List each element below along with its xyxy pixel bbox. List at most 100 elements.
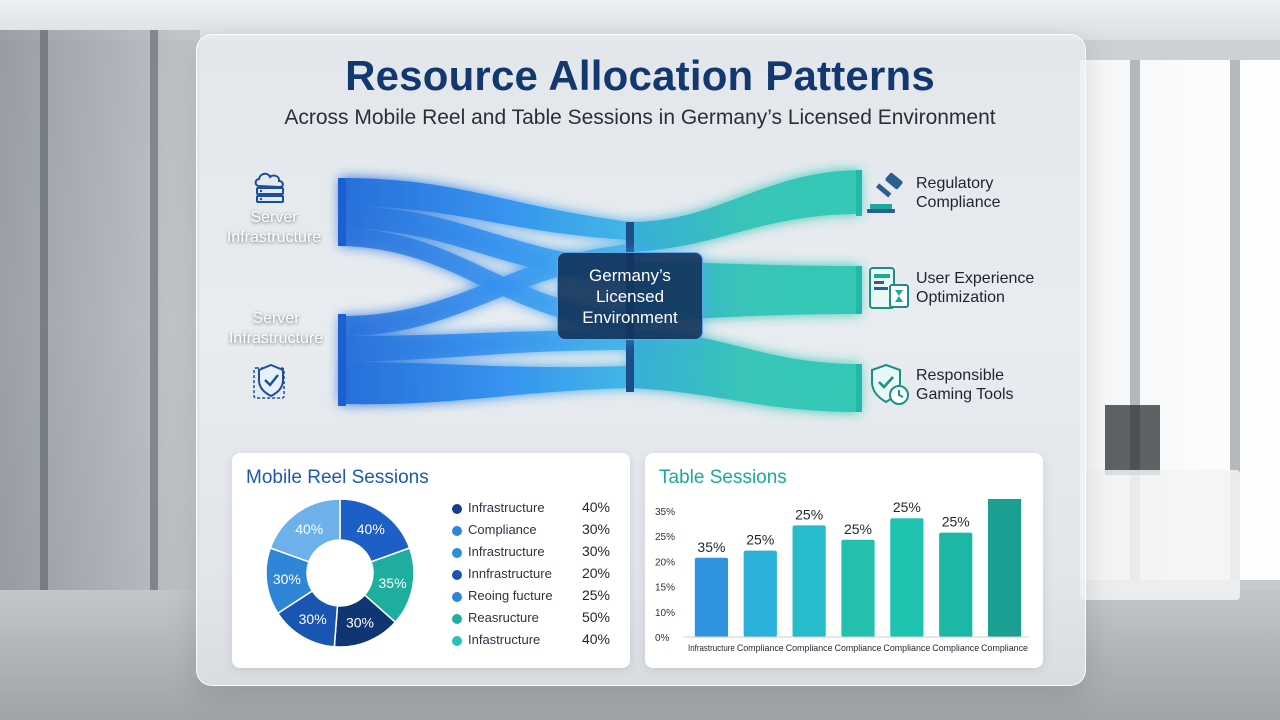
bar <box>841 539 875 637</box>
legend-item: Innfrastructure 20% <box>452 565 614 587</box>
center-line3: Environment <box>582 307 678 327</box>
center-line1: Germany’s <box>589 265 671 285</box>
bar <box>694 557 729 637</box>
x-tick-label: Compliance <box>835 643 882 653</box>
legend-swatch <box>452 504 462 514</box>
donut-slice-label: 40% <box>295 521 323 537</box>
donut-slice-label: 40% <box>357 521 385 537</box>
shield-check-icon <box>253 363 285 399</box>
mobile-card-title: Mobile Reel Sessions <box>246 467 429 488</box>
legend-item: Infastructure 40% <box>452 631 614 653</box>
page-title: Resource Allocation Patterns <box>345 52 935 99</box>
donut-slice-label: 35% <box>379 575 407 591</box>
flow-src2-mid <box>340 330 630 362</box>
source-label-2-line2: Infrastructure <box>228 330 324 347</box>
source-node-bar-1 <box>338 178 346 246</box>
glass-frame <box>40 30 48 610</box>
legend-value: 30% <box>581 543 610 559</box>
y-tick-label: 35% <box>655 507 675 518</box>
x-tick-label: Compliance <box>932 643 979 653</box>
legend-value: 20% <box>581 565 610 581</box>
legend-label: Infrastructure <box>468 500 545 515</box>
legend-item: Infrastructure 40% <box>452 499 614 521</box>
gavel-icon <box>867 172 903 213</box>
page-subtitle: Across Mobile Reel and Table Sessions in… <box>284 106 996 129</box>
source-label-1-line2: Infrastructure <box>226 229 322 246</box>
source-label-1-line1: Server <box>250 209 298 226</box>
x-tick-label: Compliance <box>737 643 784 653</box>
bar-data-label: 25% <box>893 499 921 515</box>
bar-data-label: 25% <box>746 532 774 548</box>
legend-label: Infastructure <box>468 632 541 647</box>
center-line2: Licensed <box>595 286 665 306</box>
glass-frame <box>150 30 158 610</box>
bar-data-label: 25% <box>942 514 970 530</box>
legend-value: 30% <box>581 521 610 537</box>
x-tick-label: Compliance <box>883 643 930 653</box>
legend-label: Reoing fucture <box>468 588 553 603</box>
server-cloud-icon <box>254 172 284 203</box>
dest-label-1-line1: Regulatory <box>916 175 994 192</box>
donut-slice <box>269 498 341 563</box>
legend-swatch <box>452 548 462 558</box>
shield-clock-icon <box>871 363 909 405</box>
bar-data-label: 35% <box>697 539 725 555</box>
legend-label: Innfrastructure <box>468 566 552 581</box>
dest-label-1: Regulatory Compliance <box>916 174 1000 212</box>
dest-label-2: User Experience Optimization <box>916 269 1034 307</box>
monitor <box>1105 405 1160 475</box>
y-tick-label: 25% <box>655 532 675 543</box>
legend-item: Reoing fucture 25% <box>452 587 614 609</box>
mobile-sessions-card: Mobile Reel Sessions 40%35%30%30%30%40% … <box>232 453 630 668</box>
dest-label-1-line2: Compliance <box>916 194 1001 211</box>
flow-src2-low <box>340 362 630 405</box>
legend-label: Infrastructure <box>468 544 545 559</box>
legend-label: Compliance <box>468 522 537 537</box>
dest-ux: User Experience Optimization <box>866 265 1034 311</box>
bar <box>743 550 777 637</box>
window-bar <box>1130 60 1140 580</box>
glass-wall <box>0 30 200 610</box>
x-tick-label: Infrastructure <box>688 643 735 653</box>
dest-label-3: Responsible Gaming Tools <box>916 366 1014 404</box>
dest-label-3-line1: Responsible <box>916 367 1005 384</box>
x-tick-label: Compliance <box>786 643 833 653</box>
legend-value: 40% <box>581 499 610 515</box>
legend-swatch <box>452 636 462 646</box>
desk <box>1080 470 1240 600</box>
legend-item: Compliance 30% <box>452 521 614 543</box>
dest-regulatory: Regulatory Compliance <box>866 170 1000 216</box>
dest-node-bar-3 <box>856 364 862 412</box>
legend-label: Reasructure <box>468 610 539 625</box>
source-node-bar-2 <box>338 314 346 406</box>
table-bar-chart: 0%10%15%20%25%35%35%Infrastructure25%Com… <box>655 499 1029 653</box>
flow-src1-top <box>340 178 630 240</box>
flow-dst1 <box>630 170 860 252</box>
dest-responsible: Responsible Gaming Tools <box>866 362 1014 408</box>
dest-label-2-line2: Optimization <box>916 289 1005 306</box>
source-label-1: Server Infrastructure <box>212 208 336 248</box>
y-tick-label: 10% <box>655 608 675 619</box>
bar-data-label: 25% <box>795 506 823 522</box>
y-tick-label: 15% <box>655 583 675 594</box>
flow-dst3 <box>630 330 860 412</box>
dest-node-bar-2 <box>856 266 862 314</box>
donut-slice-label: 30% <box>299 611 327 627</box>
bar <box>792 525 826 637</box>
source-label-2: Server Infrastructure <box>214 309 338 349</box>
bar <box>890 518 924 637</box>
legend-swatch <box>452 570 462 580</box>
mobile-ux-icon <box>869 267 909 309</box>
legend-value: 50% <box>581 609 610 625</box>
legend-item: Reasructure 50% <box>452 609 614 631</box>
bar <box>939 532 973 637</box>
legend-value: 25% <box>581 587 610 603</box>
y-tick-label: 20% <box>655 557 675 568</box>
dest-label-2-line1: User Experience <box>916 270 1035 287</box>
window-bar <box>1230 60 1240 580</box>
dest-node-bar-1 <box>856 170 862 216</box>
source-label-2-line1: Server <box>252 310 300 327</box>
legend-value: 40% <box>581 631 610 647</box>
